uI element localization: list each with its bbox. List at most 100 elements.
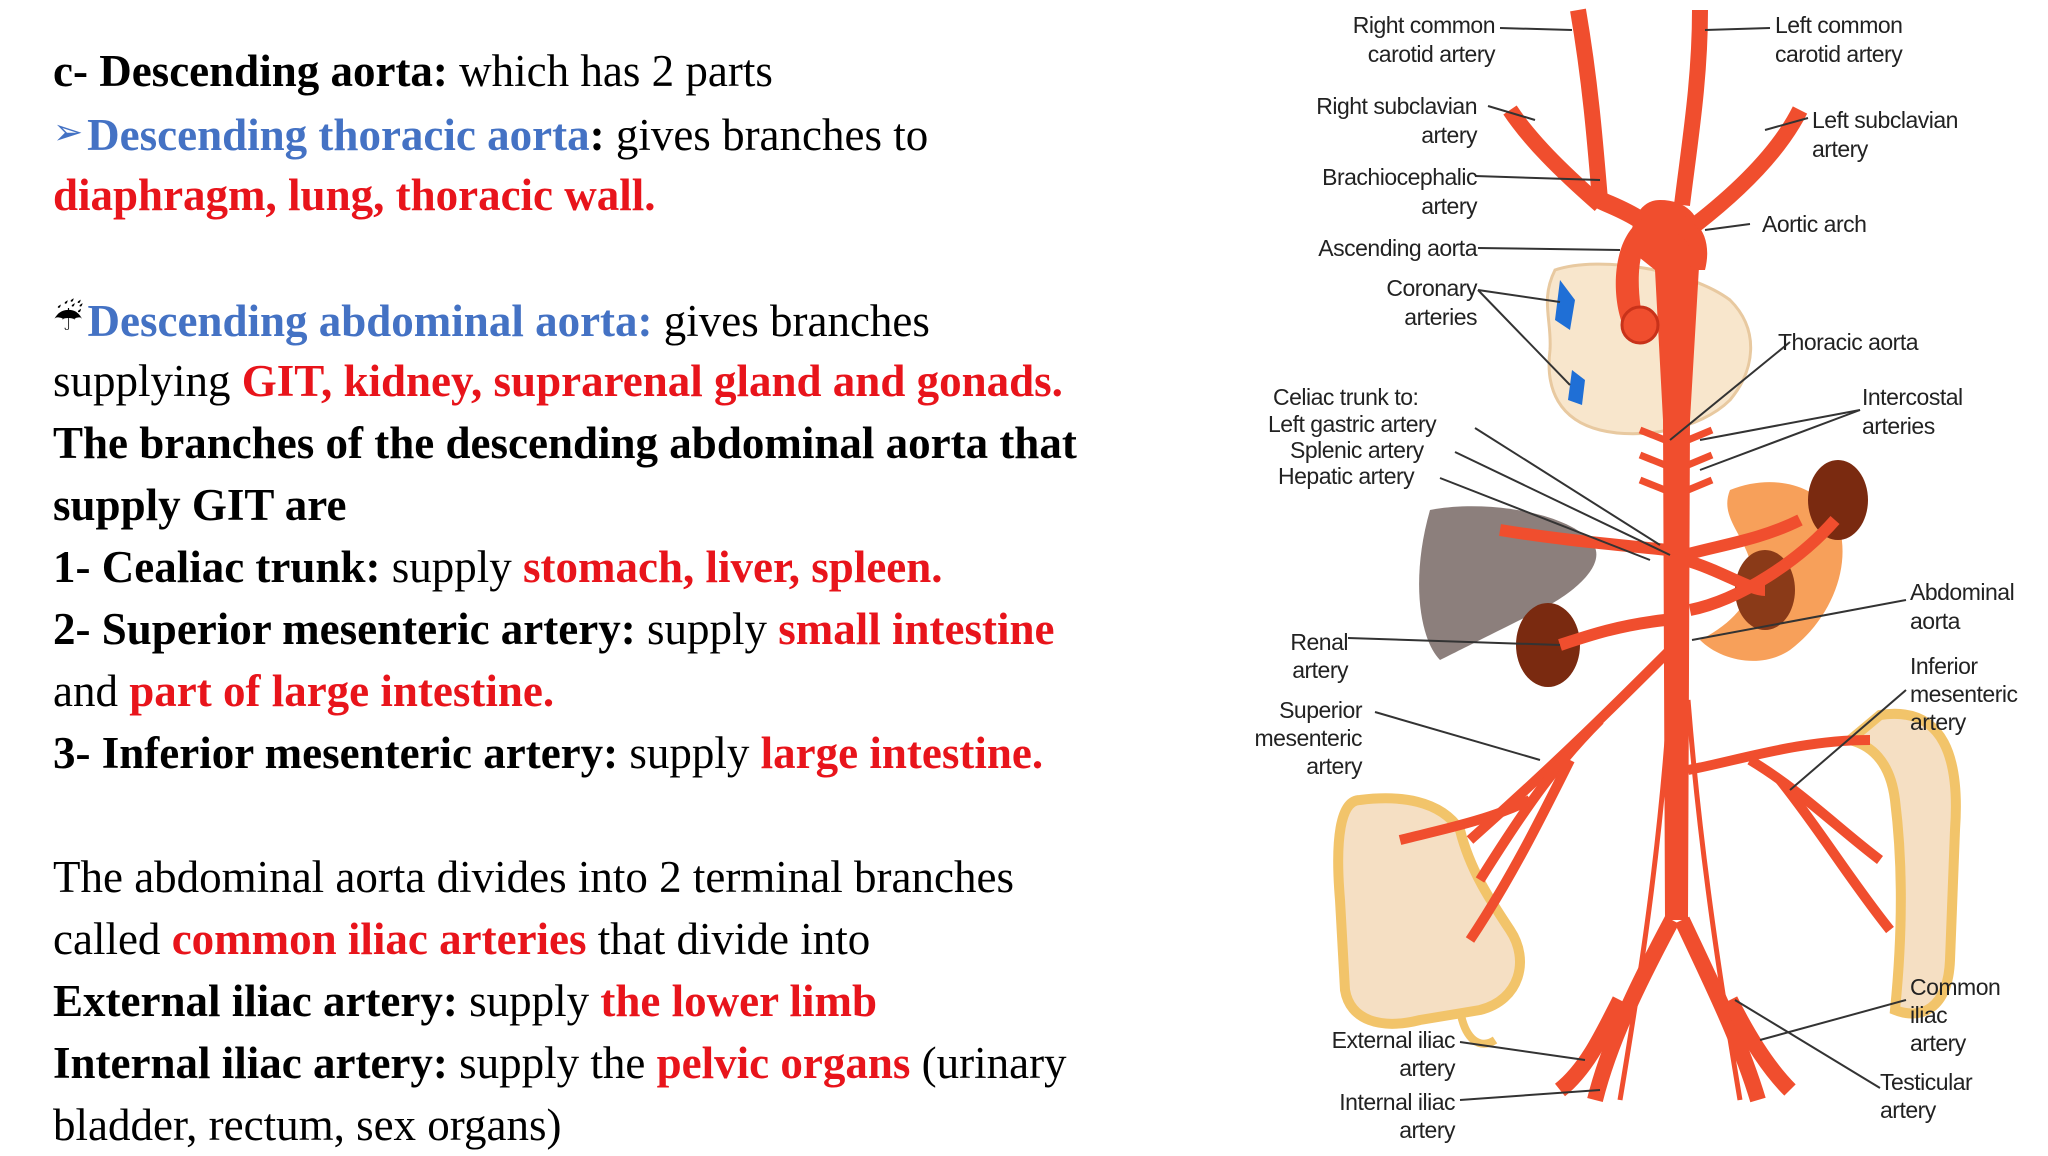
- superior-mesenteric-shape: [1398, 646, 1674, 943]
- large-intestine: large intestine.: [760, 728, 1044, 778]
- label-renal-artery-2: artery: [1292, 657, 1349, 683]
- iliac-arteries-shape: [1554, 916, 1796, 1103]
- label-testicular-2: artery: [1880, 1097, 1937, 1123]
- slide-text: c- Descending aorta: which has 2 parts ➢…: [53, 40, 1233, 1156]
- external-iliac-label: External iliac artery:: [53, 976, 458, 1026]
- line-descending-aorta: c- Descending aorta: which has 2 parts: [53, 40, 1233, 102]
- liver-shape: [1419, 506, 1597, 660]
- label-right-common-carotid-2: carotid artery: [1368, 41, 1496, 67]
- line-abdominal: ☔Descending abdominal aorta: gives branc…: [53, 288, 1233, 350]
- label-internal-iliac-2: artery: [1399, 1117, 1456, 1143]
- branches-heading: The branches of the descending abdominal…: [53, 418, 1077, 468]
- label-common-iliac-2: iliac: [1910, 1002, 1947, 1028]
- text-supply: supply: [457, 976, 601, 1026]
- left-common-carotid-shape: [1674, 9, 1708, 206]
- label-left-gastric: Left gastric artery: [1268, 411, 1437, 437]
- left-coronary-vein-shape: [1555, 280, 1575, 330]
- label-right-subclavian: Right subclavian: [1316, 93, 1477, 119]
- aortic-root-shape: [1620, 305, 1660, 345]
- line-internal-iliac: Internal iliac artery: supply the pelvic…: [53, 1032, 1233, 1094]
- label-external-iliac: External iliac: [1332, 1027, 1455, 1053]
- inferior-mesenteric-label: 3- Inferior mesenteric artery:: [53, 728, 619, 778]
- label-testicular: Testicular: [1880, 1069, 1973, 1095]
- line-superior-mesenteric-2: and part of large intestine.: [53, 660, 1233, 722]
- label-renal-artery: Renal: [1290, 629, 1348, 655]
- diagram-labels: Right common carotid artery Left common …: [1255, 12, 2018, 1143]
- aorta-trunk-shape: [1630, 200, 1701, 920]
- line-thoracic: ➢Descending thoracic aorta: gives branch…: [53, 102, 1233, 164]
- label-abdominal-aorta-2: aorta: [1910, 608, 1961, 634]
- colon: :: [589, 110, 605, 160]
- label-left-subclavian-2: artery: [1812, 136, 1869, 162]
- text-supply: supply: [618, 728, 761, 778]
- branches-heading-cont: supply GIT are: [53, 480, 347, 530]
- label-internal-iliac: Internal iliac: [1339, 1089, 1455, 1115]
- line-common-iliac: called common iliac arteries that divide…: [53, 908, 1233, 970]
- aortic-arch-shape: [1615, 212, 1708, 330]
- line-branches-heading-1: The branches of the descending abdominal…: [53, 412, 1233, 474]
- rain-cloud-bullet-icon: ☔: [53, 299, 84, 339]
- label-external-iliac-2: artery: [1399, 1055, 1456, 1081]
- line-thoracic-branches: diaphragm, lung, thoracic wall.: [53, 164, 1233, 226]
- text-supply-the: supply the: [447, 1038, 657, 1088]
- inferior-mesenteric-shape: [1687, 735, 1894, 934]
- appendix-shape: [1456, 1009, 1498, 1048]
- label-coronary-arteries: Coronary: [1386, 275, 1478, 301]
- right-subclavian-shape: [1503, 105, 1606, 212]
- label-right-common-carotid: Right common: [1353, 12, 1495, 38]
- label-inferior-mesenteric: Inferior: [1910, 653, 1978, 679]
- label-superior-mesenteric-2: mesenteric: [1255, 725, 1362, 751]
- label-leader-lines: [1347, 27, 1907, 1101]
- text-supply: supply: [380, 542, 523, 592]
- label-intercostal-2: arteries: [1862, 413, 1935, 439]
- label-left-common-carotid-2: carotid artery: [1775, 41, 1903, 67]
- intercostal-arteries-shape: [1638, 426, 1714, 494]
- celiac-branches-shape: [1499, 514, 1803, 596]
- right-coronary-vein-shape: [1568, 370, 1585, 405]
- internal-iliac-label: Internal iliac artery:: [53, 1038, 448, 1088]
- label-splenic: Splenic artery: [1290, 437, 1425, 463]
- right-common-carotid-shape: [1570, 8, 1608, 201]
- line-external-iliac: External iliac artery: supply the lower …: [53, 970, 1233, 1032]
- renal-arteries-shape: [1558, 516, 1840, 651]
- label-brachiocephalic: Brachiocephalic: [1322, 164, 1477, 190]
- text-bladder-rectum: bladder, rectum, sex organs): [53, 1100, 562, 1150]
- label-superior-mesenteric-3: artery: [1306, 753, 1363, 779]
- term-thoracic-aorta: Descending thoracic aorta: [87, 110, 590, 160]
- common-iliac-arteries: common iliac arteries: [171, 914, 587, 964]
- text-gives-branches: gives branches to: [604, 110, 929, 160]
- text-supplying: supplying: [53, 356, 242, 406]
- lower-limb: the lower limb: [600, 976, 878, 1026]
- left-kidney-shape: [1808, 460, 1868, 540]
- line-terminal-branches: The abdominal aorta divides into 2 termi…: [53, 846, 1233, 908]
- label-inferior-mesenteric-2: mesenteric: [1910, 681, 2017, 707]
- label-inferior-mesenteric-3: artery: [1910, 709, 1967, 735]
- brachiocephalic-shape: [1595, 191, 1645, 228]
- spacer: [53, 226, 1233, 288]
- superior-mesenteric-label: 2- Superior mesenteric artery:: [53, 604, 636, 654]
- label-ascending-aorta: Ascending aorta: [1318, 235, 1477, 261]
- label-left-subclavian: Left subclavian: [1812, 107, 1958, 133]
- celiac-trunk-label: 1- Cealiac trunk:: [53, 542, 381, 592]
- small-intestine: small intestine: [778, 604, 1055, 654]
- part-large-intestine: part of large intestine.: [129, 666, 555, 716]
- line-superior-mesenteric: 2- Superior mesenteric artery: supply sm…: [53, 598, 1233, 660]
- text-urinary: (urinary: [910, 1038, 1067, 1088]
- left-subclavian-shape: [1690, 106, 1808, 232]
- abdominal-organs: GIT, kidney, suprarenal gland and gonads…: [241, 356, 1063, 406]
- aorta-anatomy-diagram: Right common carotid artery Left common …: [1255, 8, 2018, 1143]
- arrow-bullet-icon: ➢: [53, 112, 84, 153]
- label-intercostal: Intercostal: [1862, 384, 1963, 410]
- text-and: and: [53, 666, 130, 716]
- text-gives-branches-2: gives branches: [652, 296, 930, 346]
- line-pelvic-organs: bladder, rectum, sex organs): [53, 1094, 1233, 1156]
- label-brachiocephalic-2: artery: [1421, 193, 1478, 219]
- heading-descending-aorta: c- Descending aorta:: [53, 46, 448, 96]
- descending-colon-shape: [1839, 708, 1961, 1019]
- label-hepatic: Hepatic artery: [1278, 463, 1415, 489]
- label-thoracic-aorta: Thoracic aorta: [1778, 329, 1919, 355]
- line-abdominal-supply: supplying GIT, kidney, suprarenal gland …: [53, 350, 1233, 412]
- label-aortic-arch: Aortic arch: [1762, 211, 1866, 237]
- heart-shape: [1545, 262, 1753, 436]
